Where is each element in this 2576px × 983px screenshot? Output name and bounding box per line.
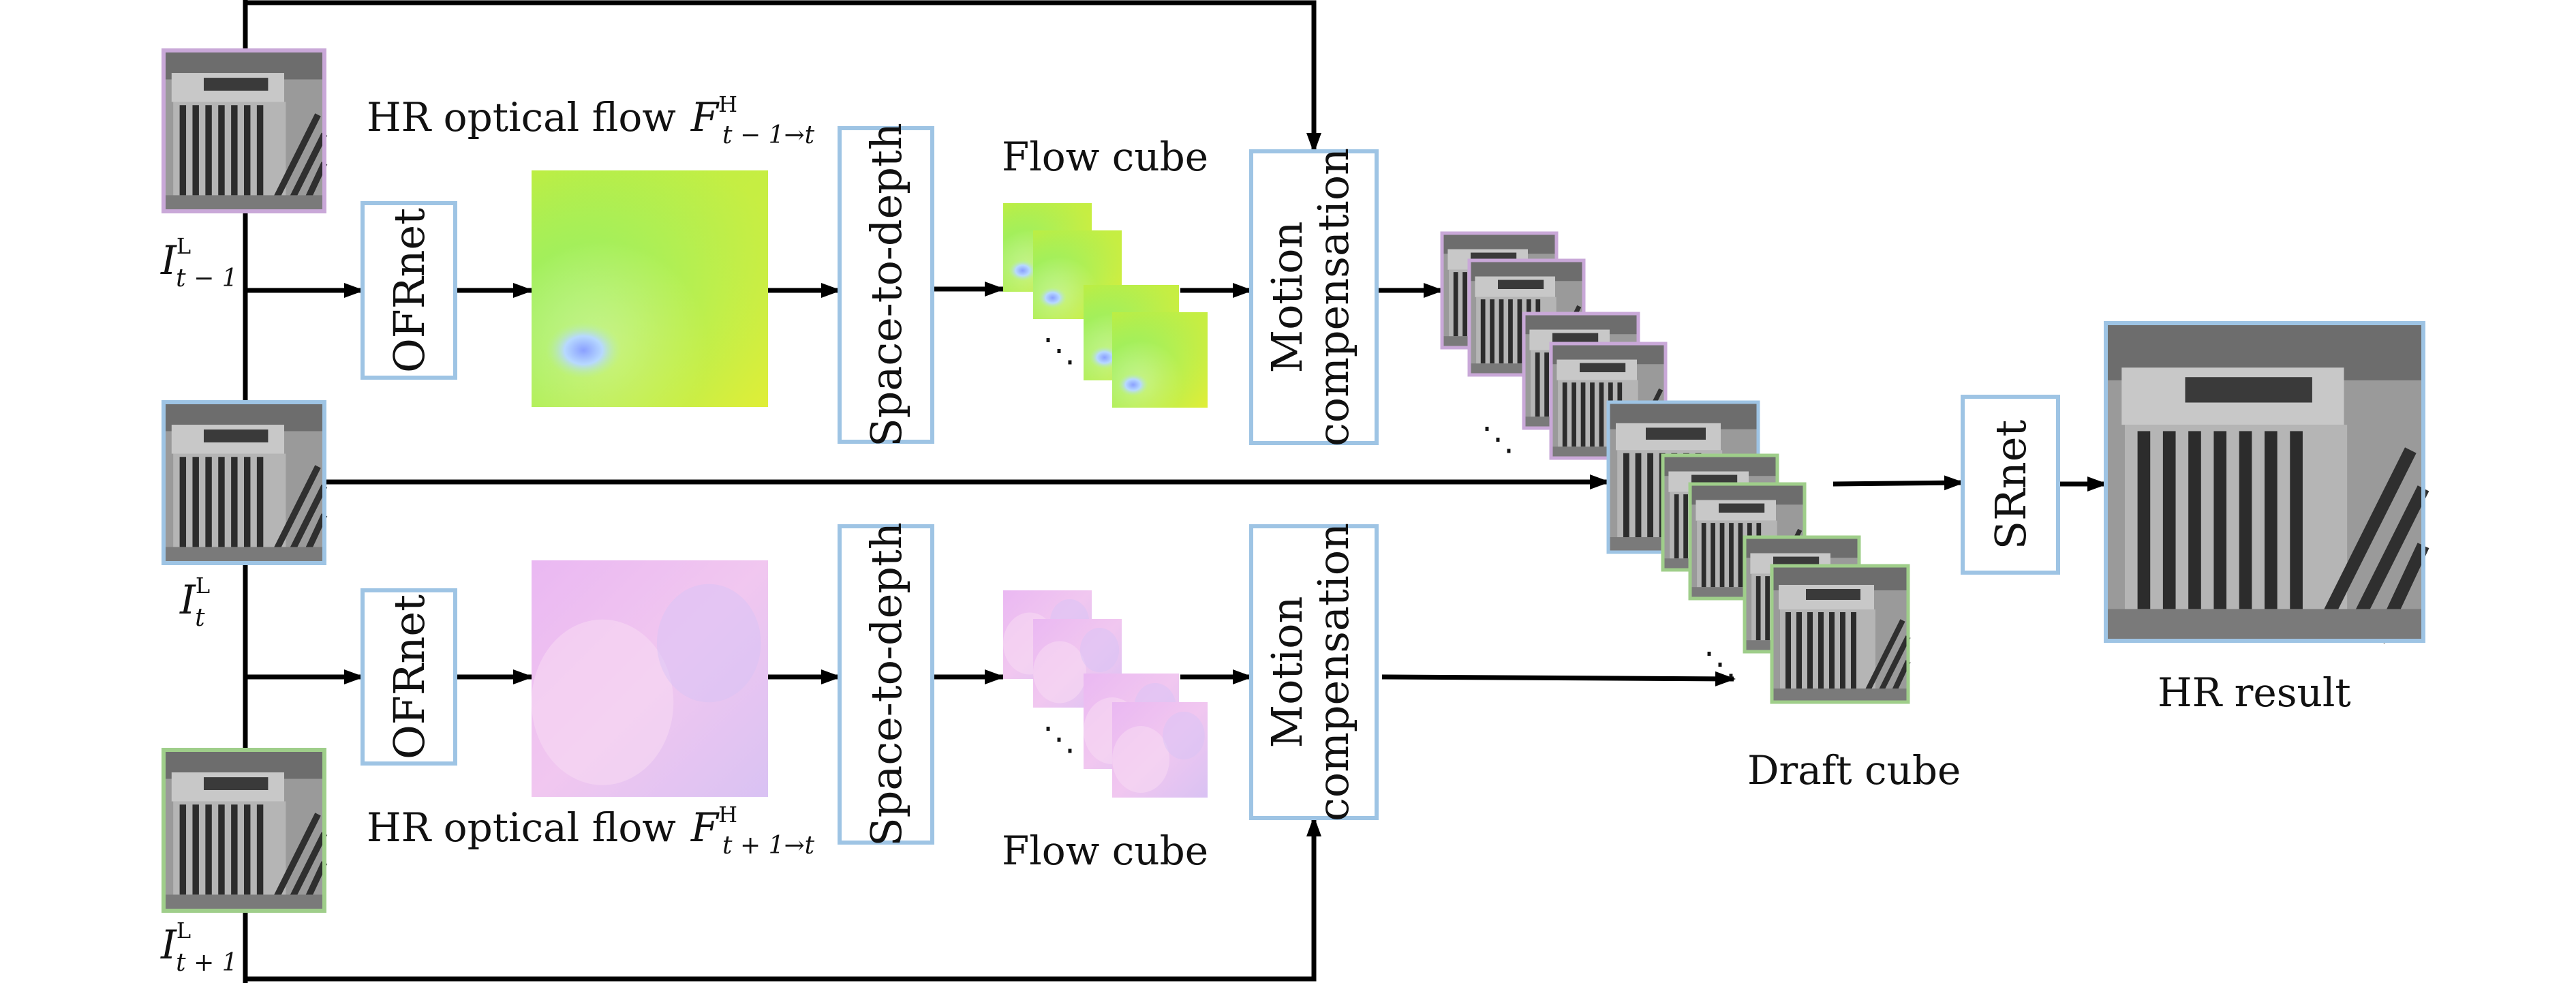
srnet-block: SRnet [1961,395,2060,575]
skip-connection-top [245,0,1321,153]
svg-text:⋱: ⋱ [1043,331,1075,369]
svg-text:⋱: ⋱ [1043,720,1075,758]
draft-cube: ⋱ ⋱ [1442,233,1908,702]
arrow-draft-to-srnet [1833,475,1965,491]
motion-compensation-bottom-block: Motion compensation [1249,523,1379,821]
frame-prev [164,50,324,211]
svg-text:Motion: Motion [1262,596,1312,748]
s2d-top-block: Space-to-depth [838,123,934,447]
hr-flow-map-top [532,170,768,407]
flow-cube-top: ⋱ [1003,203,1208,408]
hr-result-image [2106,323,2423,641]
skip-connection-bottom [245,816,1321,982]
arrow-mc2-to-draft [1381,671,1736,686]
svg-text:⋱: ⋱ [1482,420,1514,458]
svg-text:⋱: ⋱ [1704,645,1736,683]
draft-slice-next-4 [1772,566,1908,702]
svg-text:OFRnet: OFRnet [384,594,434,759]
svg-text:Space-to-depth: Space-to-depth [861,522,911,847]
ofrnet-bottom-block: OFRnet [361,588,457,766]
flow-cube-bottom-label: Flow cube [1002,828,1208,874]
hr-flow-map-bottom [532,560,768,797]
frame-curr [164,402,324,563]
frame-next [164,750,324,911]
svg-text:compensation: compensation [1308,148,1358,447]
svg-text:SRnet: SRnet [1986,420,2036,550]
motion-compensation-top-block: Motion compensation [1249,148,1379,447]
hr-result-label: HR result [2158,669,2351,716]
ofrnet-top-block: OFRnet [361,201,457,380]
draft-cube-label: Draft cube [1747,747,1961,793]
svg-text:Space-to-depth: Space-to-depth [861,123,911,447]
svg-text:Motion: Motion [1262,222,1312,374]
svg-text:OFRnet: OFRnet [384,208,434,373]
s2d-bottom-block: Space-to-depth [838,522,934,847]
flow-cube-bottom: ⋱ [1003,590,1208,798]
flow-cube-top-label: Flow cube [1002,134,1208,180]
svg-text:compensation: compensation [1308,523,1358,821]
